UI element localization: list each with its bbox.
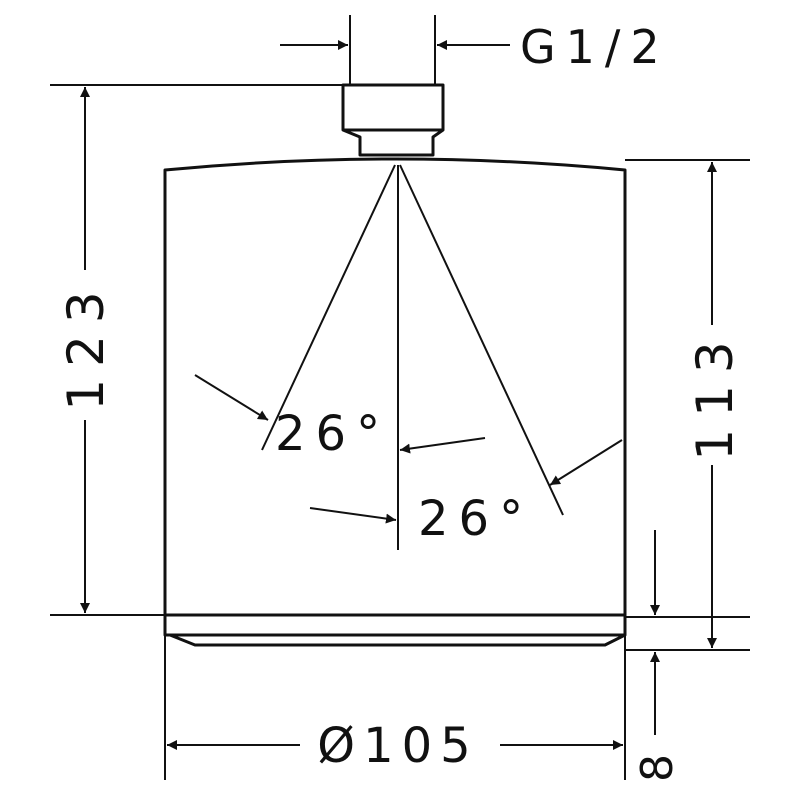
thread-label: G1/2 — [520, 20, 670, 74]
shower-head-body — [163, 157, 627, 617]
total-height-label: 123 — [57, 279, 115, 410]
spray-face — [163, 615, 627, 637]
spray-line-right — [399, 164, 564, 516]
angle-bottom-arrow — [309, 507, 397, 524]
spray-line-left — [261, 164, 396, 451]
angle-right-label: 26° — [418, 491, 533, 547]
angle-left-label: 26° — [275, 406, 390, 462]
angle-right-arrow — [549, 439, 623, 486]
spray-nozzle-plate — [169, 633, 626, 647]
angle-center-arrow — [399, 437, 486, 454]
body-height-label: 113 — [686, 329, 744, 460]
face-depth-label: 8 — [632, 754, 683, 782]
diameter-label: Ø105 — [317, 718, 478, 774]
angle-left-arrow — [194, 374, 269, 421]
thread-connector — [341, 83, 445, 157]
